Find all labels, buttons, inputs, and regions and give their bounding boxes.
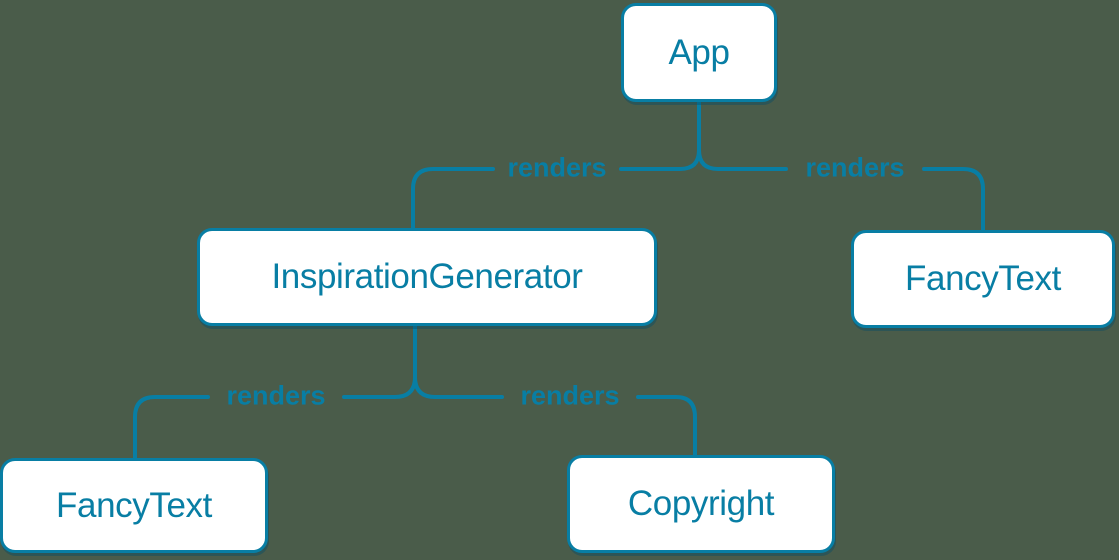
node-app-label: App [668,32,730,72]
edge-inspirationgenerator-to-fancytext-stem [342,323,417,399]
edge-app-to-fancytext-drop [922,167,985,234]
node-copyright: Copyright [567,455,835,553]
node-inspiration-generator-label: InspirationGenerator [271,257,583,296]
node-fancy-text-left: FancyText [0,458,268,553]
node-copyright-label: Copyright [627,484,775,523]
edge-label-inspirationgenerator-fancytext: renders [226,380,326,411]
edge-label-app-inspirationgenerator: renders [507,152,607,183]
node-app: App [621,3,777,102]
node-fancy-text-left-label: FancyText [56,485,212,525]
edge-label-inspirationgenerator-copyright: renders [520,380,620,411]
edge-app-to-inspirationgenerator-stem [619,98,701,171]
edge-inspirationgenerator-to-copyright-stem [413,323,504,399]
edge-label-app-fancytext: renders [805,152,905,183]
node-fancy-text-right: FancyText [851,230,1115,328]
edge-app-to-fancytext-stem [697,98,788,171]
edge-app-to-inspirationgenerator-drop [411,167,495,232]
node-inspiration-generator: InspirationGenerator [197,228,657,326]
edge-inspirationgenerator-to-copyright-drop [636,395,697,459]
node-fancy-text-right-label: FancyText [905,259,1061,298]
edge-inspirationgenerator-to-fancytext-drop [133,395,210,462]
